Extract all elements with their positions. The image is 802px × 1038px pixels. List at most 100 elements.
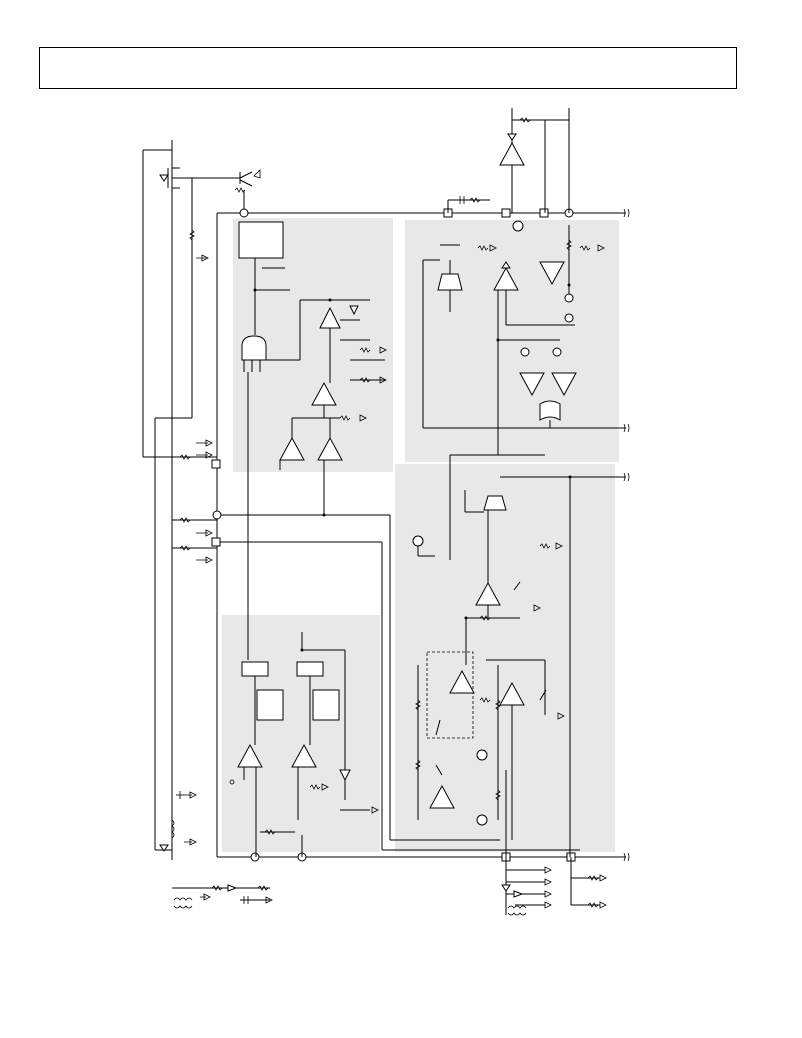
port-node [211,537,221,547]
ground-icon [544,878,552,886]
resistor-icon [211,885,223,891]
diode-icon [159,844,169,852]
ground-icon [379,376,387,384]
ground-icon [597,244,605,252]
bottom-right-external [501,857,607,916]
ground-icon [196,529,213,537]
filter-box [312,689,340,721]
resistor-icon [359,377,371,383]
op-amp-icon [499,141,525,166]
ground-icon [599,901,607,909]
buffer-icon [339,769,351,782]
port-node [501,208,511,218]
and-gate-icon [241,335,267,361]
ground-icon [200,893,211,901]
op-amp-icon [519,372,545,397]
resistor-icon [415,759,421,771]
resistor-icon [495,699,501,711]
current-source-icon [520,347,530,357]
ground-icon [533,604,541,612]
diode-icon [501,884,511,892]
upper-left-block-circuit [238,221,387,660]
ground-icon [184,791,197,799]
logic-box [241,661,269,677]
block-upper-right [405,220,619,462]
ground-icon [544,866,552,874]
transistor-icon [239,169,261,187]
resistor-icon [179,545,191,551]
break-symbols [623,208,630,862]
resistor-icon [539,543,551,549]
diode-icon [349,305,359,316]
resistor-icon [415,699,421,711]
latch-box [238,221,284,259]
main-rails [216,212,626,858]
ground-icon [196,439,213,447]
resistor-icon [479,697,491,703]
diode-icon [507,133,517,141]
op-amp-icon [539,261,565,286]
dashed-box [426,651,474,739]
inductor-icon [171,819,175,839]
ground-icon [196,556,213,564]
diode-icon [513,890,524,898]
resistor-icon [234,187,246,193]
diode-icon [159,174,169,182]
ground-icon [184,838,197,846]
ground-icon [196,254,209,262]
resistor-icon [587,902,599,908]
block-lower-right [395,464,615,852]
resistor-icon [309,784,321,790]
ground-icon [555,542,563,550]
ground-icon [557,712,565,720]
lower-left-block-circuit [229,632,379,857]
port-node [212,510,222,520]
current-source-icon [476,749,488,761]
resistor-icon [189,229,195,241]
port-node [539,208,549,218]
current-source-icon [476,814,488,826]
resistor-icon [179,517,191,523]
op-amp-icon [429,784,455,809]
filter-box [256,689,284,721]
current-source-icon [564,293,574,303]
ground-icon [359,414,367,422]
transformer-icon [173,897,193,909]
mux-icon [483,495,507,511]
op-amp-icon [291,743,317,768]
diode-icon [227,884,238,892]
port-node [239,208,249,218]
resistor-icon [257,885,269,891]
current-source-icon [552,347,562,357]
resistor-icon [264,829,276,835]
resistor-icon [479,615,491,621]
upper-right-block-circuit [422,108,605,455]
transistor-icon [167,140,180,189]
op-amp-icon [317,436,343,461]
or-gate-icon [539,400,561,421]
resistor-icon [495,789,501,801]
op-amp-icon [237,743,263,768]
ground-icon [489,244,497,252]
resistor-icon [359,347,371,353]
current-source-icon [412,535,424,547]
ground-icon [371,806,379,814]
ground-icon [379,346,387,354]
current-source-icon [564,313,574,323]
logic-box [296,661,324,677]
port-node [211,459,221,469]
resistor-icon [587,875,599,881]
resistor-icon [566,239,572,251]
resistor-icon [579,245,591,251]
ground-icon [196,451,213,459]
header-frame [39,47,737,89]
ground-icon [544,890,552,898]
resistor-icon [179,454,191,460]
op-amp-icon [279,436,305,461]
ground-icon [321,783,329,791]
current-source-icon [512,220,524,232]
op-amp-icon [449,669,475,694]
capacitor-icon [243,896,249,904]
resistor-icon [477,245,489,251]
